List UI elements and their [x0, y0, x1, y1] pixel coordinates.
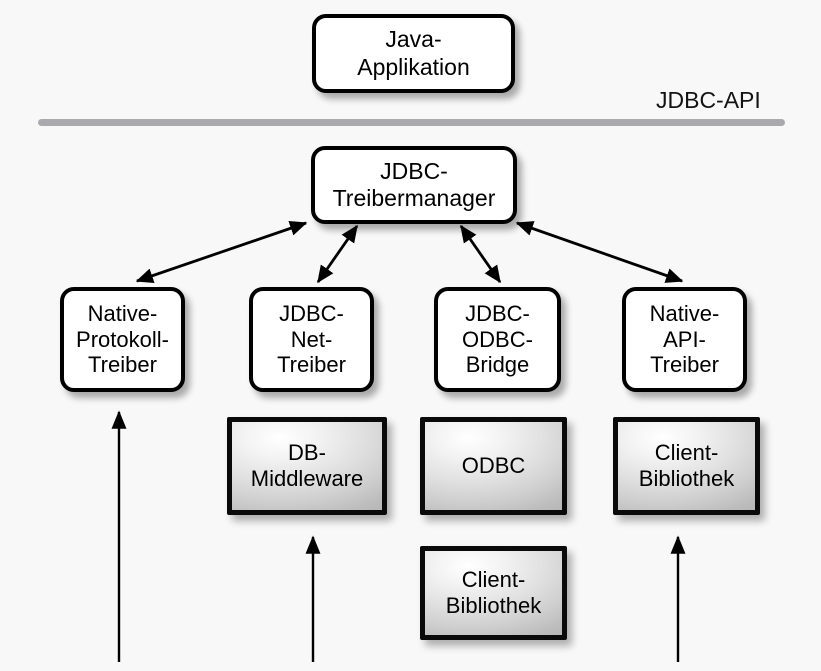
- node-label: JDBC- Treibermanager: [332, 157, 496, 211]
- node-java-applikation: Java- Applikation: [312, 14, 515, 93]
- node-label: JDBC- ODBC- Bridge: [462, 300, 533, 378]
- node-label: Client- Bibliothek: [445, 567, 542, 618]
- node-jdbc-net-treiber: JDBC- Net- Treiber: [249, 287, 374, 392]
- node-client-bibliothek-right: Client- Bibliothek: [613, 417, 760, 515]
- node-label: Native- API- Treiber: [649, 300, 720, 378]
- node-odbc: ODBC: [420, 417, 567, 515]
- node-jdbc-treibermanager: JDBC- Treibermanager: [311, 146, 517, 224]
- jdbc-api-label: JDBC-API: [656, 87, 761, 113]
- node-label: JDBC- Net- Treiber: [277, 300, 346, 378]
- node-label: Client- Bibliothek: [638, 440, 735, 491]
- node-db-middleware: DB- Middleware: [227, 417, 387, 515]
- node-label: ODBC: [461, 453, 526, 479]
- node-native-protokoll-treiber: Native- Protokoll- Treiber: [60, 287, 185, 392]
- jdbc-api-separator-line: [38, 119, 785, 126]
- node-jdbc-odbc-bridge: JDBC- ODBC- Bridge: [434, 287, 561, 392]
- connector-manager-to-jdbc-odbc: [459, 224, 502, 284]
- connector-manager-to-native-protokoll: [135, 220, 308, 284]
- connector-manager-to-jdbc-net: [316, 224, 359, 284]
- node-label: Native- Protokoll- Treiber: [76, 300, 169, 378]
- node-native-api-treiber: Native- API- Treiber: [622, 287, 747, 392]
- connector-manager-to-native-api: [515, 221, 684, 283]
- node-client-bibliothek-center: Client- Bibliothek: [420, 546, 567, 640]
- node-label: Java- Applikation: [357, 26, 470, 80]
- node-label: DB- Middleware: [250, 440, 364, 491]
